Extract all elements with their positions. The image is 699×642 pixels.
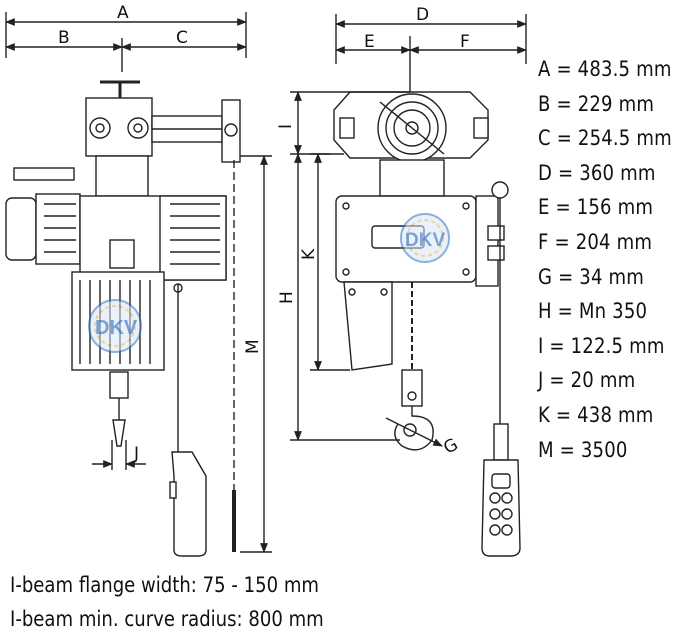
dim-label-j: J bbox=[133, 444, 139, 464]
watermark-text: DKV bbox=[95, 317, 138, 339]
spec-i: I = 122.5 mm bbox=[538, 333, 665, 358]
dim-label-g: G bbox=[440, 435, 461, 459]
note-flange-width: I-beam flange width: 75 - 150 mm bbox=[10, 573, 320, 597]
spec-d: D = 360 mm bbox=[538, 160, 656, 185]
dim-label-e: E bbox=[364, 32, 375, 52]
spec-g: G = 34 mm bbox=[538, 264, 645, 289]
spec-a: A = 483.5 mm bbox=[538, 57, 672, 81]
dim-label-h: H bbox=[277, 291, 297, 304]
spec-j: J = 20 mm bbox=[538, 368, 636, 393]
dim-label-c: C bbox=[176, 28, 188, 48]
spec-h: H = Mn 350 bbox=[538, 299, 648, 324]
note-curve-radius: I-beam min. curve radius: 800 mm bbox=[10, 607, 324, 631]
notes: I-beam flange width: 75 - 150 mm I-beam … bbox=[10, 568, 375, 636]
dim-label-d: D bbox=[416, 5, 429, 25]
spec-k: K = 438 mm bbox=[538, 402, 654, 427]
dim-label-a: A bbox=[117, 3, 129, 23]
spec-b: B = 229 mm bbox=[538, 91, 655, 116]
spec-list: A = 483.5 mm B = 229 mm C = 254.5 mm D =… bbox=[538, 52, 698, 467]
watermark-logo bbox=[88, 213, 450, 353]
spec-c: C = 254.5 mm bbox=[538, 126, 672, 151]
spec-f: F = 204 mm bbox=[538, 229, 653, 254]
side-view bbox=[5, 12, 272, 557]
watermark-text-front: DKV bbox=[405, 230, 445, 251]
dim-label-f: F bbox=[460, 32, 470, 52]
dim-label-m: M bbox=[243, 339, 263, 354]
front-view bbox=[290, 14, 527, 557]
dim-label-i: I bbox=[276, 124, 296, 129]
dim-label-b: B bbox=[58, 28, 70, 48]
spec-m: M = 3500 bbox=[538, 437, 628, 462]
dim-label-k: K bbox=[299, 248, 319, 260]
spec-e: E = 156 mm bbox=[538, 195, 654, 220]
